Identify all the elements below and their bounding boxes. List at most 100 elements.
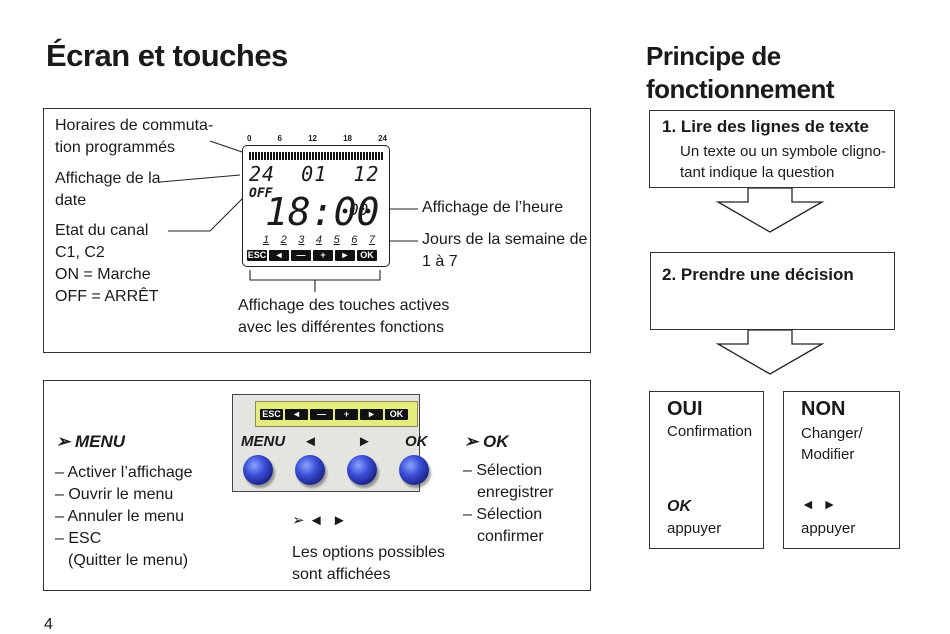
label-line: Affichage des touches actives [238,297,450,314]
key-minus: — [310,409,333,420]
step2-box: 2. Prendre une décision [650,252,895,330]
step1-title: Lire des lignes de texte [680,117,869,136]
lcd-hour-scale: 0 6 12 18 24 [247,134,387,143]
section-title: Principe de fonctionnement [646,40,835,106]
lcd-weekdays: 1 2 3 4 5 6 7 [263,234,375,246]
menu-button-label: MENU [241,433,286,450]
no-box: NON Changer/ Modifier ◄ ► appuyer [783,391,900,549]
schedule-bar [249,152,383,160]
menu-item: – Ouvrir le menu [55,486,174,503]
yes-key: OK [667,498,691,515]
label-schedule: Horaires de commuta- tion programmés [55,115,213,159]
step1-text: Un texte ou un symbole cligno- tant indi… [680,141,886,183]
weekday: 2 [280,234,287,246]
step2-heading: 2. Prendre une décision [662,265,854,285]
device-illustration: ESC ◄ — + ► OK MENU ◄ ► OK [232,394,429,492]
menu-button[interactable] [243,455,273,485]
label-line: 1 à 7 [422,253,458,270]
ok-button[interactable] [399,455,429,485]
menu-heading-label: MENU [74,432,126,451]
step2-number: 2. [662,265,677,284]
no-key: ◄ ► [801,496,837,512]
down-arrow-icon [715,188,825,233]
scale-tick-label: 0 [247,134,252,143]
no-text-line: Changer/ [801,425,863,442]
section-title-line: Principe de [646,41,781,71]
scale-tick-label: 6 [277,134,282,143]
key-right: ► [335,250,355,261]
key-plus: + [313,250,333,261]
arrow-bullet-icon: ➢ [292,512,305,529]
no-title: NON [801,398,846,420]
ok-item: – Sélection [463,506,543,523]
scale-tick-label: 18 [343,134,352,143]
menu-item: – ESC [55,530,102,547]
lcd-display: 0 6 12 18 24 24 01 12 OFF 18:00 00 1 2 3… [242,134,390,267]
label-line: Jours de la semaine de [422,231,588,248]
key-plus: + [335,409,358,420]
ok-item: – Sélection [463,462,543,479]
label-line: Affichage de la [55,170,161,187]
scale-tick-label: 24 [378,134,387,143]
label-line: Horaires de commuta- [55,117,214,134]
key-left: ◄ [285,409,308,420]
key-esc: ESC [247,250,267,261]
page-title: Écran et touches [46,38,288,73]
menu-heading: ➢ MENU [56,431,125,453]
weekday: 4 [315,234,323,246]
key-minus: — [291,250,311,261]
step1-heading: 1. Lire des lignes de texte [662,117,869,137]
weekday: 5 [333,234,340,246]
ok-heading: ➢ OK [464,431,508,453]
key-left: ◄ [269,250,289,261]
label-line: OFF = ARRÊT [55,288,159,305]
key-esc: ESC [260,409,283,420]
key-ok: OK [357,250,377,261]
arrows-text: ◄ ► [308,512,347,529]
left-button-label: ◄ [303,433,318,450]
lcd-time: 18:00 [265,190,380,234]
lcd-status: OFF [249,186,273,201]
no-action: appuyer [801,520,856,537]
menu-items: – Activer l’affichage – Ouvrir le menu –… [55,462,193,572]
ok-item: enregistrer [477,484,554,501]
right-button-label: ► [357,433,372,450]
options-line: Les options possibles [292,544,445,561]
step1-number: 1. [662,117,677,136]
label-line: ON = Marche [55,266,151,283]
menu-item: – Annuler le menu [55,508,184,525]
yes-text: Confirmation [667,423,753,440]
device-lcd: ESC ◄ — + ► OK [255,401,418,427]
ok-heading-label: OK [482,432,509,451]
yes-box: OUI Confirmation OK appuyer [649,391,764,549]
lcd-date: 24 01 12 [249,162,380,186]
key-ok: OK [385,409,408,420]
label-days: Jours de la semaine de 1 à 7 [422,229,587,273]
no-text: Changer/ Modifier [801,423,863,465]
label-time: Affichage de l’heure [422,199,564,216]
yes-action: appuyer [667,520,722,537]
device-key-row: ESC ◄ — + ► OK [260,409,408,420]
step1-line: tant indique la question [680,164,835,181]
weekday: 7 [368,234,375,246]
weekday: 6 [351,234,358,246]
label-line: Etat du canal [55,222,149,239]
step1-box: 1. Lire des lignes de texte Un texte ou … [649,110,895,188]
right-button[interactable] [347,455,377,485]
menu-item: – Activer l’affichage [55,464,193,481]
scale-tick-label: 12 [308,134,317,143]
key-right: ► [360,409,383,420]
down-arrow-icon [715,330,825,375]
lcd-seconds: 00 [349,200,369,219]
ok-item: confirmer [477,528,544,545]
label-line: C1, C2 [55,244,105,261]
options-line: sont affichées [292,566,391,583]
step2-title: Prendre une décision [680,265,854,284]
label-line: tion programmés [55,139,176,156]
left-button[interactable] [295,455,325,485]
page-number: 4 [44,616,53,633]
ok-items: – Sélection enregistrer – Sélection conf… [463,460,553,548]
step1-line: Un texte ou un symbole cligno- [680,143,886,160]
section-title-line: fonctionnement [646,74,835,104]
label-line: avec les différentes fonctions [238,319,445,336]
